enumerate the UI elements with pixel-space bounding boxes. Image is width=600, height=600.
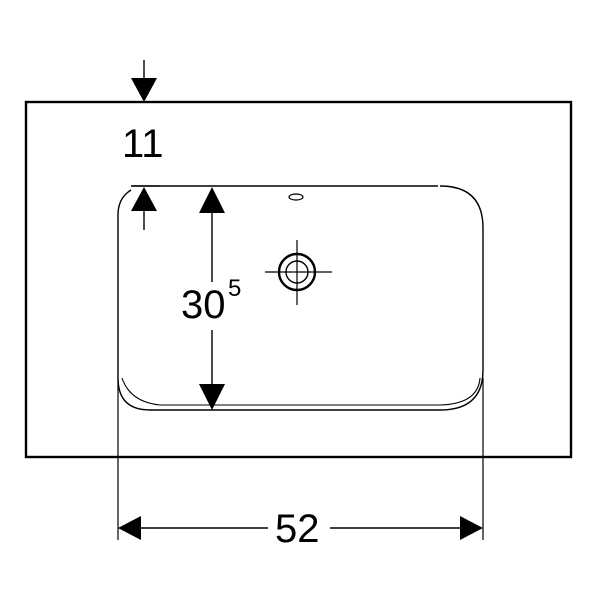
offset-arrowhead-down	[131, 78, 157, 102]
depth-label-main: 30	[181, 283, 226, 327]
depth-arrowhead-up	[199, 187, 225, 213]
basin-inner-lip	[121, 377, 481, 406]
width-arrowhead-left	[118, 516, 141, 540]
basin-outline	[117, 185, 484, 411]
depth-label-sup: 5	[228, 275, 241, 302]
width-arrowhead-right	[460, 516, 483, 540]
depth-arrowhead-down	[199, 384, 225, 410]
offset-arrowhead-up	[131, 187, 157, 211]
drain-symbol	[265, 240, 332, 305]
overflow-slot	[288, 193, 304, 201]
countertop-outline	[24, 100, 573, 459]
offset-label: 11	[122, 122, 164, 166]
width-label: 52	[275, 507, 320, 551]
